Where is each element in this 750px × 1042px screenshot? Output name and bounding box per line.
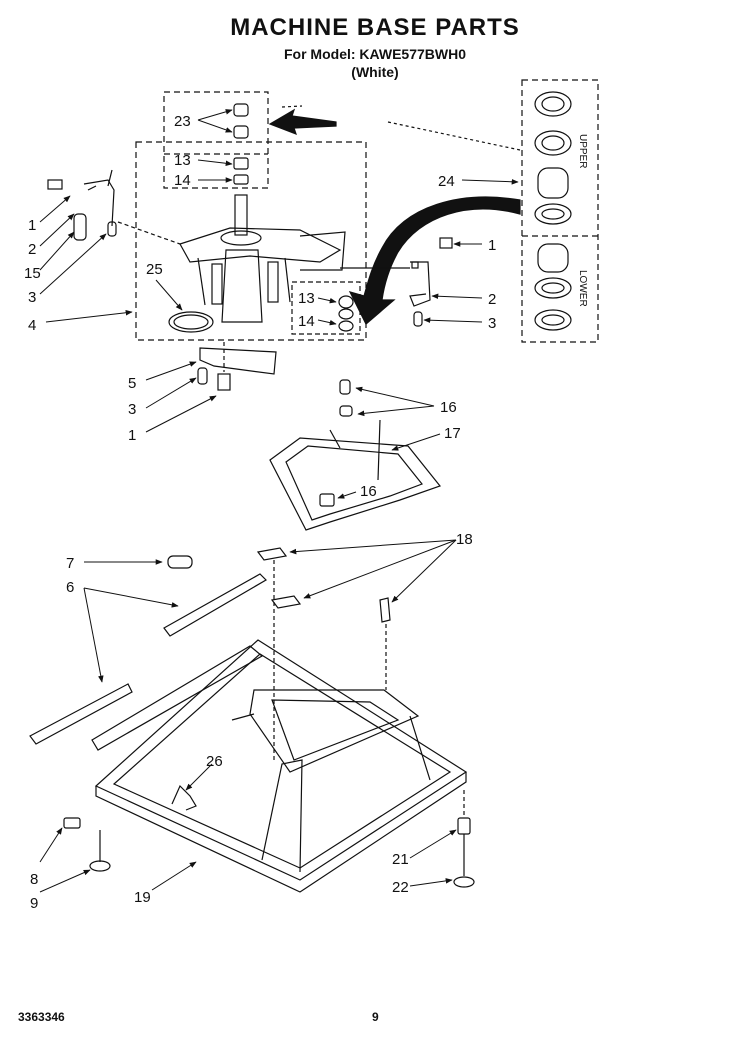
part-1-lower-screw xyxy=(217,373,231,391)
leader-lines xyxy=(39,109,519,893)
part-14-top xyxy=(233,174,249,185)
callout-6: 6 xyxy=(66,579,74,596)
upper-seal-1 xyxy=(534,91,572,117)
detail-arrow-top xyxy=(268,108,337,136)
callout-16-top: 16 xyxy=(440,399,457,416)
part-17-suspension-frame xyxy=(269,379,441,531)
callout-2-left: 2 xyxy=(28,241,36,258)
part-7-spring xyxy=(167,555,193,569)
color-line: (White) xyxy=(351,64,399,80)
part-16-clip-a xyxy=(339,379,351,395)
callout-16-mid: 16 xyxy=(360,483,377,500)
lower-bracket-hardware xyxy=(197,342,277,391)
callout-26: 26 xyxy=(206,753,223,770)
callout-14-top: 14 xyxy=(174,172,191,189)
lower-washer xyxy=(534,309,572,331)
part-16-clip-b xyxy=(339,405,353,417)
part-26-hook xyxy=(171,784,197,811)
part-15-spring xyxy=(73,213,87,241)
callout-5: 5 xyxy=(128,375,136,392)
callout-23: 23 xyxy=(174,113,191,130)
callout-17: 17 xyxy=(444,425,461,442)
part-22-leveling-leg xyxy=(453,876,475,888)
part-16-clip-c xyxy=(319,493,335,507)
part-4-drive-assembly xyxy=(179,194,346,323)
callout-13-mid: 13 xyxy=(298,290,315,307)
upper-seal-2 xyxy=(534,130,572,156)
top-bearing-detail-box xyxy=(163,91,269,189)
part-25-gasket-ring xyxy=(168,311,214,333)
part-23-upper-bearing xyxy=(233,103,249,117)
right-bracket-hardware xyxy=(340,237,453,327)
callout-4: 4 xyxy=(28,317,36,334)
part-18-pad-c xyxy=(379,597,391,623)
part-19-machine-base xyxy=(91,639,468,893)
part-18-pad-b xyxy=(270,595,302,609)
upper-washer xyxy=(534,203,572,225)
part-5-bracket xyxy=(199,347,277,375)
part-8-leg-insert xyxy=(63,817,81,829)
callout-15: 15 xyxy=(24,265,41,282)
detail-arrow-curved xyxy=(348,196,521,325)
callout-18: 18 xyxy=(456,531,473,548)
part-6-lower-rail xyxy=(29,683,133,745)
lower-seal xyxy=(534,277,572,299)
document-number: 3363346 xyxy=(18,1010,65,1024)
callout-3-right: 3 xyxy=(488,315,496,332)
callout-19: 19 xyxy=(134,889,151,906)
callout-22: 22 xyxy=(392,879,409,896)
callout-13-top: 13 xyxy=(174,152,191,169)
page-title: MACHINE BASE PARTS xyxy=(230,14,520,41)
callout-21: 21 xyxy=(392,851,409,868)
part-23-lower-bearing xyxy=(233,125,249,139)
part-1-left-screw xyxy=(47,179,63,190)
mid-bearing-detail-box xyxy=(291,281,361,335)
callout-1-lower: 1 xyxy=(128,427,136,444)
part-13-top xyxy=(233,157,249,170)
callout-24: 24 xyxy=(438,173,455,190)
callout-labels: 23 13 14 24 1 2 15 3 25 4 1 2 3 13 14 5 … xyxy=(24,113,588,912)
part-3-left-spring xyxy=(107,221,117,237)
callout-9: 9 xyxy=(30,895,38,912)
part-14-mid xyxy=(338,320,354,332)
part-21-leg-insert xyxy=(457,817,471,835)
callout-7: 7 xyxy=(66,555,74,572)
part-9-leveling-leg xyxy=(89,860,111,872)
part-6-upper-rail xyxy=(163,573,267,637)
part-3-lower-spring xyxy=(197,367,208,385)
agitator-drive-dashed-box xyxy=(135,141,367,341)
upper-bearing xyxy=(537,167,569,199)
seal-kit-lower-label: LOWER xyxy=(577,270,588,307)
part-13-mid xyxy=(338,295,354,309)
callout-3-lower: 3 xyxy=(128,401,136,418)
part-24-seal-kit-box xyxy=(521,79,599,343)
callout-14-mid: 14 xyxy=(298,313,315,330)
part-1-right-screw xyxy=(439,237,453,249)
part-18-pad-a xyxy=(256,547,288,561)
left-bracket-hardware xyxy=(47,169,181,245)
callout-3-left: 3 xyxy=(28,289,36,306)
callout-1-left: 1 xyxy=(28,217,36,234)
callout-2-right: 2 xyxy=(488,291,496,308)
lower-bearing xyxy=(537,243,569,273)
seal-kit-upper-label: UPPER xyxy=(577,134,588,168)
callout-8: 8 xyxy=(30,871,38,888)
model-line: For Model: KAWE577BWH0 xyxy=(283,46,466,62)
callout-25: 25 xyxy=(146,261,163,278)
part-3-right-spring xyxy=(413,311,423,327)
page-number: 9 xyxy=(372,1010,379,1024)
callout-1-right: 1 xyxy=(488,237,496,254)
